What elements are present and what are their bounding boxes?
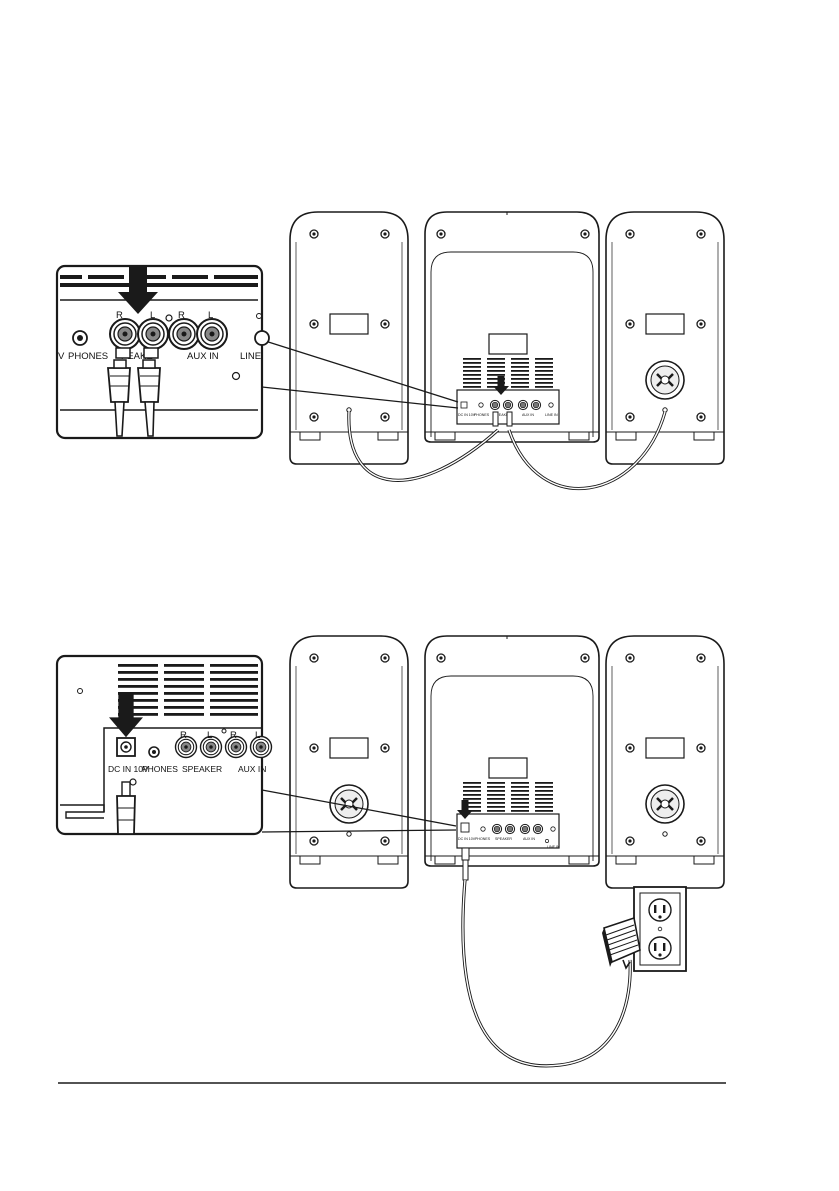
figure-2-power-connection: DC IN 10V PHONES SPEAKER AUX IN LINE IN: [57, 636, 724, 1066]
inset-left-label-2: L: [208, 310, 213, 321]
inset-line-label: LINE: [240, 351, 261, 362]
inset-aux-left-jack: [251, 737, 272, 758]
inset-right-label: R: [116, 310, 123, 321]
speaker-jack-inset: R L R L V PHONES PEAKE AUX IN LINE: [57, 266, 269, 438]
right-speaker-back-2: [606, 636, 724, 888]
inset2-left-label: L: [207, 730, 212, 741]
inset2-aux-in-label: AUX IN: [238, 764, 266, 774]
speaker-right-jack: [110, 319, 140, 349]
unit-line-in-label: LINE IN: [545, 413, 558, 417]
power-jack-inset: R L R L DC IN 10V PHONES SPEAKER AUX IN: [57, 656, 272, 834]
aux-left-jack: [197, 319, 227, 349]
figure-1-speaker-connection: DC IN 10V PHONES SPEAKER AUX IN LINE IN: [57, 212, 724, 489]
inset-aux-in-label: AUX IN: [187, 351, 219, 362]
inset2-left-label-2: L: [255, 730, 260, 741]
inset2-right-label: R: [180, 730, 187, 741]
inset2-phones-label: PHONES: [142, 764, 178, 774]
unit-speaker-label-2: SPEAKER: [495, 837, 512, 841]
speaker-terminal-icon: [646, 785, 684, 823]
left-speaker-back-2: [290, 636, 408, 888]
inset-phones-label: PHONES: [68, 351, 108, 362]
unit-line-in-label-2: LINE IN: [547, 845, 560, 849]
inset-right-label-2: R: [178, 310, 185, 321]
main-unit-back-2: DC IN 10V PHONES SPEAKER AUX IN LINE IN: [425, 636, 599, 866]
unit-dc-in-label-2: DC IN 10V: [458, 837, 476, 841]
inset-left-label: L: [150, 310, 155, 321]
wall-outlet: [634, 887, 686, 971]
right-speaker-back: [606, 212, 724, 464]
unit-phones-label: PHONES: [474, 413, 490, 417]
inset2-right-label-2: R: [230, 730, 237, 741]
speaker-terminal-icon: [646, 361, 684, 399]
speaker-left-jack: [138, 319, 168, 349]
inset-partial-label: V: [58, 351, 65, 362]
aux-right-jack: [169, 319, 199, 349]
inset2-speaker-label: SPEAKER: [182, 764, 222, 774]
unit-aux-in-label-2: AUX IN: [523, 837, 535, 841]
unit-aux-in-label: AUX IN: [522, 413, 534, 417]
unit-phones-label-2: PHONES: [475, 837, 491, 841]
